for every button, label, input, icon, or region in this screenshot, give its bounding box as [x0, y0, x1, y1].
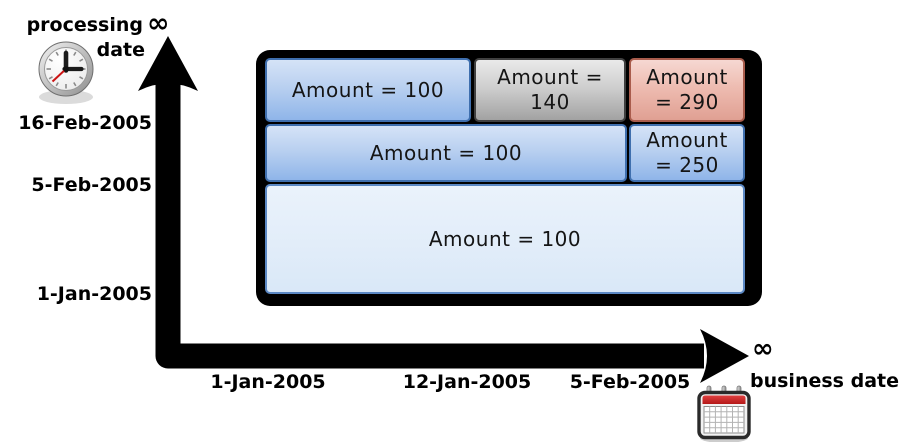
business-tick-5-feb-2005: 5-Feb-2005: [569, 371, 691, 393]
processing-axis-title-line2: date: [96, 39, 145, 61]
processing-tick-16-feb-2005: 16-Feb-2005: [18, 112, 152, 134]
amount-box-label: Amount = 100: [369, 140, 523, 165]
amount-box-row1-col1: Amount = 100: [265, 58, 471, 122]
processing-tick-1-jan-2005: 1-Jan-2005: [36, 283, 152, 305]
processing-axis-title-line1: processing: [26, 14, 143, 36]
amount-box-row2-col1: Amount = 100: [265, 124, 627, 182]
calendar-icon: [697, 385, 751, 442]
amount-box-label-line2: = 250: [655, 153, 719, 177]
processing-axis-infinity: ∞: [147, 8, 170, 39]
clock-icon: [38, 41, 94, 104]
amount-box-row2-col3: Amount = 250: [629, 124, 745, 182]
business-tick-12-jan-2005: 12-Jan-2005: [402, 371, 532, 393]
amount-box-label-line2: 140: [530, 90, 570, 114]
amount-box-label-line1: Amount: [646, 65, 728, 89]
amount-box-label: Amount = 100: [291, 77, 445, 102]
business-tick-1-jan-2005: 1-Jan-2005: [210, 371, 326, 393]
amount-box-label-line1: Amount =: [497, 65, 603, 89]
business-axis-infinity: ∞: [752, 334, 774, 364]
business-axis-title: business date: [750, 370, 899, 392]
amount-box-row3: Amount = 100: [265, 184, 745, 294]
amount-box-row1-col2: Amount = 140: [474, 58, 626, 122]
processing-tick-5-feb-2005: 5-Feb-2005: [31, 174, 152, 196]
amount-box-row1-col3: Amount = 290: [629, 58, 745, 122]
amount-box-label-line1: Amount: [646, 128, 728, 152]
amount-box-label-line2: = 290: [655, 90, 719, 114]
amount-box-label: Amount = 100: [428, 226, 582, 251]
